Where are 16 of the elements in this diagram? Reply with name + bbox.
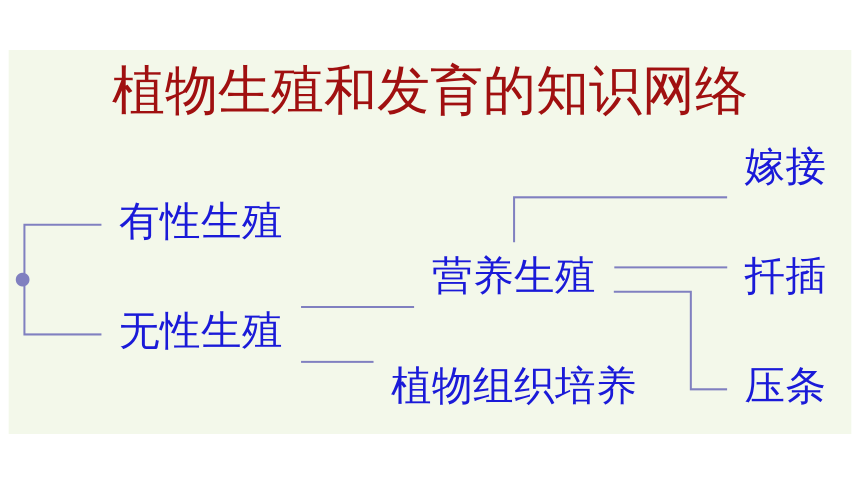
node-text: 扦插 xyxy=(744,252,826,300)
connector xyxy=(23,224,102,274)
connector xyxy=(301,306,414,308)
node-text: 营养生殖 xyxy=(432,252,596,300)
diagram-title: 植物生殖和发育的知识网络 xyxy=(112,60,748,122)
node-text: 无性生殖 xyxy=(119,306,284,355)
node-text: 植物组织培养 xyxy=(391,361,638,410)
connector xyxy=(614,266,728,268)
node-point xyxy=(16,272,30,286)
node-text: 压条 xyxy=(744,361,826,410)
node-text: 嫁接 xyxy=(744,142,826,190)
connector xyxy=(23,285,102,336)
connector xyxy=(301,360,374,363)
connector xyxy=(513,196,728,242)
node-text: 有性生殖 xyxy=(119,196,284,245)
connector xyxy=(614,290,728,390)
